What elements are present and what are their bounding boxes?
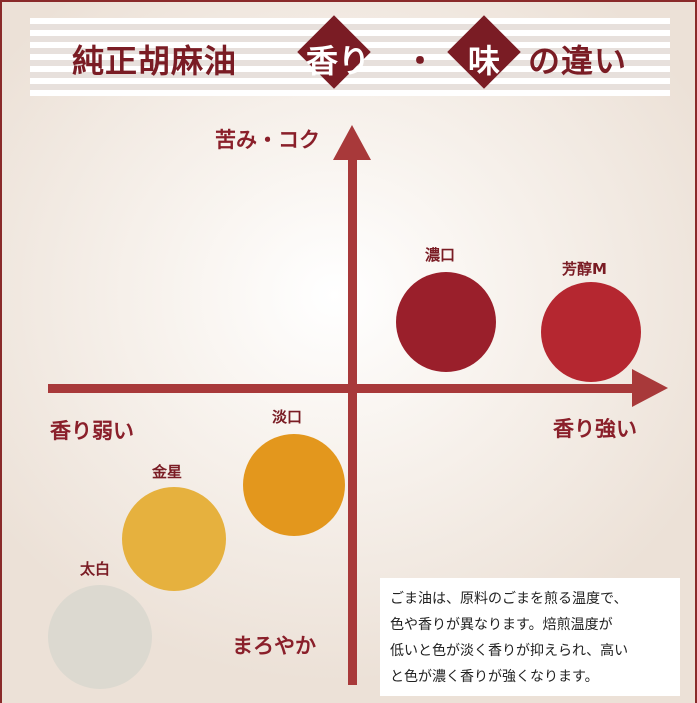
- note-line-2: 色や香りが異なります。焙煎温度が: [390, 617, 613, 633]
- title-separator: ・: [404, 42, 438, 80]
- title-highlight-2: 味: [468, 42, 501, 80]
- top-border: [0, 0, 697, 2]
- oil-label-usukuchi: 淡口: [272, 408, 303, 426]
- oil-label-koikuchi: 濃口: [425, 246, 456, 264]
- note-line-1: ごま油は、原料のごまを煎る温度で、: [390, 591, 628, 607]
- title-highlight-1: 香り: [306, 42, 371, 80]
- oil-label-taihaku: 太白: [80, 560, 111, 578]
- oil-label-kinboshi: 金星: [152, 463, 183, 481]
- oil-circle-taihaku: [48, 585, 152, 689]
- axis-label-right: 香り強い: [553, 417, 637, 441]
- axis-label-bottom: まろやか: [232, 634, 316, 658]
- title-prefix: 純正胡麻油: [72, 42, 238, 80]
- title-suffix: の違い: [528, 42, 628, 80]
- vertical-axis-line: [348, 155, 357, 685]
- axis-label-top: 苦み・コク: [215, 128, 320, 152]
- vertical-axis-arrowhead: [333, 125, 371, 160]
- note-line-4: と色が濃く香りが強くなります。: [390, 669, 599, 685]
- oil-circle-kinboshi: [122, 487, 226, 591]
- note-line-3: 低いと色が淡く香りが抑えられ、高い: [390, 643, 629, 659]
- note-box: ごま油は、原料のごまを煎る温度で、 色や香りが異なります。焙煎温度が 低いと色が…: [380, 578, 680, 696]
- horizontal-axis-line: [48, 384, 638, 393]
- right-border: [695, 0, 697, 703]
- oil-circle-usukuchi: [243, 434, 345, 536]
- axis-label-left: 香り弱い: [50, 419, 134, 443]
- horizontal-axis-arrowhead: [632, 369, 668, 407]
- oil-label-houjun: 芳醇M: [562, 260, 607, 278]
- oil-circle-houjun: [541, 282, 641, 382]
- left-border: [0, 0, 2, 703]
- oil-circle-koikuchi: [396, 272, 496, 372]
